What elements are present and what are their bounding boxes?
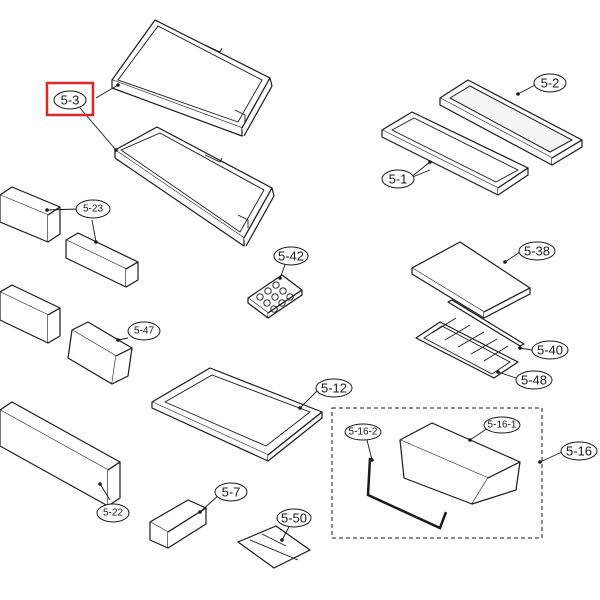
label-5-16-1: 5-16-1 [488,420,517,431]
door-bin-5-23-c [0,284,61,344]
label-5-38: 5-38 [524,244,550,259]
crisper-cover-5-12 [151,367,323,462]
highlight-box [45,81,95,117]
callout-5-50: 5-50 [276,508,312,528]
callout-5-16-2: 5-16-2 [344,423,382,441]
callout-5-16-1: 5-16-1 [483,416,521,434]
label-5-42: 5-42 [278,249,304,264]
label-5-22: 5-22 [103,508,123,519]
rail-5-40 [447,299,525,347]
egg-tray-5-42 [247,274,303,319]
callout-5-47: 5-47 [127,321,161,341]
handle-5-16-2 [366,457,448,530]
glass-shelf-upper [111,19,273,137]
assembly-5-16-box [331,407,543,539]
label-5-16-2: 5-16-2 [349,427,378,438]
label-5-12: 5-12 [321,381,347,396]
callout-5-38: 5-38 [518,241,556,261]
door-bin-5-23-b [65,232,139,288]
label-5-1: 5-1 [389,172,408,187]
label-5-7: 5-7 [222,485,241,500]
label-5-48: 5-48 [521,373,547,388]
grille-5-48 [415,317,519,379]
shelf-frame-5-2 [439,79,583,166]
callout-5-12: 5-12 [315,378,353,398]
label-5-40: 5-40 [537,343,563,358]
shelf-frame-5-1 [381,111,529,196]
callout-5-3: 5-3 [53,90,87,110]
door-bin-5-23-a [0,186,61,243]
callout-5-42: 5-42 [273,246,309,266]
callout-5-2: 5-2 [533,73,567,93]
door-bin-5-47 [67,321,133,385]
glass-shelf-lower [114,126,275,247]
callout-5-16: 5-16 [560,441,598,461]
drawer-5-16-1 [399,422,521,505]
callout-5-40: 5-40 [531,340,569,360]
label-5-23: 5-23 [83,204,103,215]
label-5-50: 5-50 [281,511,307,526]
panel-5-50 [237,525,311,569]
label-5-3: 5-3 [61,93,80,108]
callout-5-7: 5-7 [214,482,248,502]
callout-5-48: 5-48 [515,370,553,390]
drawer-cover-5-38 [411,241,531,319]
callout-5-1: 5-1 [381,169,415,189]
door-bin-5-22 [0,401,121,507]
frame-5-7 [149,499,207,549]
label-5-16: 5-16 [566,444,592,459]
callout-5-23: 5-23 [75,199,111,219]
callout-5-22: 5-22 [96,503,130,523]
label-5-47: 5-47 [134,326,154,337]
label-5-2: 5-2 [541,76,560,91]
